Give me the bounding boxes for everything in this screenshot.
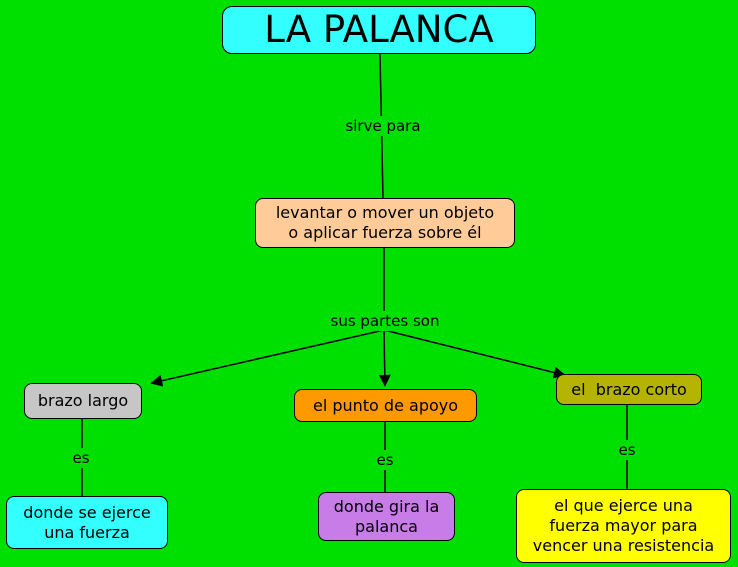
node-donde-se-ejerce-fuerza: donde se ejerce una fuerza	[6, 496, 168, 549]
node-la-palanca: LA PALANCA	[222, 6, 536, 54]
node-brazo-largo: brazo largo	[24, 383, 142, 419]
edge-label-es-center: es	[370, 450, 400, 470]
node-donde-gira-palanca: donde gira la palanca	[318, 492, 455, 541]
node-levantar-o-mover: levantar o mover un objeto o aplicar fue…	[255, 198, 515, 248]
node-punto-de-apoyo: el punto de apoyo	[294, 389, 477, 422]
edge-label-sus-partes-son: sus partes son	[324, 311, 446, 331]
node-brazo-corto: el brazo corto	[556, 374, 702, 405]
node-fuerza-mayor: el que ejerce una fuerza mayor para venc…	[516, 489, 731, 563]
edge-label-es-left: es	[66, 448, 96, 468]
edge-label-es-right: es	[612, 440, 642, 460]
edge-label-sirve-para: sirve para	[339, 116, 427, 136]
